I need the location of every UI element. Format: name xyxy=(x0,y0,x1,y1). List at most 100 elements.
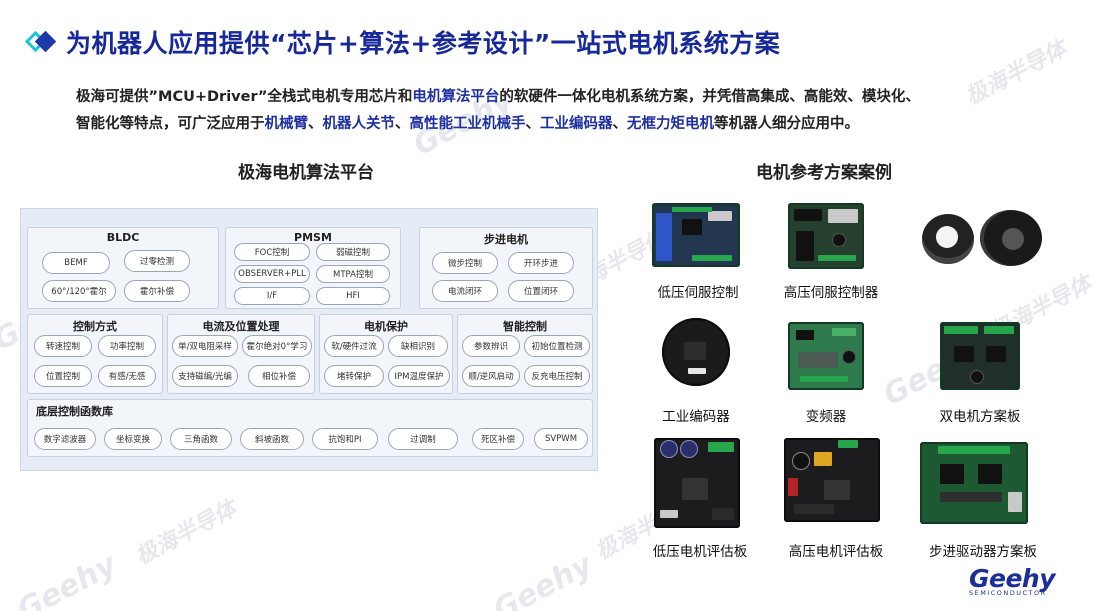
feature-pill: 抗饱和PI xyxy=(312,428,378,450)
feature-pill: I/F xyxy=(234,287,310,305)
example-label: 步进驱动器方案板 xyxy=(929,544,1037,560)
feature-pill: MTPA控制 xyxy=(316,265,390,283)
group-title: PMSM xyxy=(294,231,332,244)
product-image-industrial-encoder xyxy=(662,318,730,386)
feature-pill: 过调制 xyxy=(388,428,458,450)
group-stepper: 步进电机 微步控制 开环步进 电流闭环 位置闭环 xyxy=(419,227,593,309)
feature-pill: 初始位置检测 xyxy=(524,335,590,357)
feature-pill: OBSERVER+PLL xyxy=(234,265,310,283)
logo-wordmark: Geehy xyxy=(968,564,1056,593)
feature-pill: 过零检测 xyxy=(124,250,190,272)
product-image-stepper-driver-board xyxy=(920,442,1028,524)
group-bldc: BLDC BEMF 过零检测 60°/120°霍尔 霍尔补偿 xyxy=(27,227,219,309)
feature-pill: SVPWM xyxy=(534,428,588,450)
feature-pill: 单/双电阻采样 xyxy=(172,335,238,357)
feature-pill: 位置控制 xyxy=(34,365,92,387)
product-image-low-voltage-eval-board xyxy=(654,438,740,528)
intro-highlight: 工业编码器 xyxy=(540,116,613,132)
feature-pill: 数字滤波器 xyxy=(34,428,96,450)
feature-pill: 霍尔补偿 xyxy=(124,280,190,302)
feature-pill: IPM温度保护 xyxy=(388,365,450,387)
product-image-high-voltage-servo xyxy=(788,203,864,269)
feature-pill: 功率控制 xyxy=(98,335,156,357)
intro-highlight: 机械臂 xyxy=(264,116,309,132)
intro-text: 、 xyxy=(525,116,541,132)
feature-pill: 弱磁控制 xyxy=(316,243,390,261)
feature-pill: 堵转保护 xyxy=(324,365,384,387)
feature-pill: 霍尔绝对0°学习 xyxy=(242,335,312,357)
intro-text: 、 xyxy=(395,116,410,132)
diamond-icon xyxy=(24,30,57,53)
feature-pill: 斜坡函数 xyxy=(240,428,304,450)
group-function-library: 底层控制函数库 数字滤波器 坐标变换 三角函数 斜坡函数 抗饱和PI 过调制 死… xyxy=(27,399,593,457)
intro-highlight: 机器人关节 xyxy=(322,116,396,132)
product-image-high-voltage-eval-board xyxy=(784,438,880,522)
example-label: 高压电机评估板 xyxy=(788,544,884,560)
logo-subtitle: SEMICONDUCTOR xyxy=(968,589,1047,597)
feature-pill: 软/硬件过流 xyxy=(324,335,384,357)
intro-text: 等机器人细分应用中。 xyxy=(714,116,859,132)
feature-pill: 顺/逆风启动 xyxy=(462,365,520,387)
group-title: 底层控制函数库 xyxy=(36,405,113,418)
page-title: 为机器人应用提供“芯片+算法+参考设计”一站式电机系统方案 xyxy=(66,29,781,58)
product-image-inverter xyxy=(788,322,864,390)
intro-highlight: 无框力矩电机 xyxy=(627,116,714,132)
feature-pill: 支持磁编/光编 xyxy=(172,365,238,387)
watermark: Geehy xyxy=(488,547,599,611)
product-image-low-voltage-servo xyxy=(652,203,740,267)
example-label: 双电机方案板 xyxy=(939,409,1021,425)
feature-pill: 有感/无感 xyxy=(98,365,156,387)
feature-pill: BEMF xyxy=(42,252,110,274)
title-row: 为机器人应用提供“芯片+算法+参考设计”一站式电机系统方案 xyxy=(24,24,781,60)
intro-paragraph: 极海可提供”MCU+Driver”全栈式电机专用芯片和电机算法平台的软硬件一体化… xyxy=(76,84,996,138)
feature-pill: 三角函数 xyxy=(170,428,232,450)
intro-text: ”MCU+Driver”全栈式电机专用芯片和 xyxy=(148,89,413,105)
feature-pill: 参数辨识 xyxy=(462,335,520,357)
group-title: 控制方式 xyxy=(73,320,117,333)
group-title: 智能控制 xyxy=(503,320,547,333)
feature-pill: 转速控制 xyxy=(34,335,92,357)
feature-pill: 缺相识别 xyxy=(388,335,448,357)
intro-text: 、 xyxy=(612,116,628,132)
intro-text: 极海可提供 xyxy=(76,89,149,105)
intro-highlight: 电机算法平台 xyxy=(412,89,500,105)
example-label: 低压伺服控制 xyxy=(657,285,739,301)
example-label: 高压伺服控制器 xyxy=(783,285,879,301)
watermark: 极海半导体 xyxy=(131,496,241,571)
group-title: 电流及位置处理 xyxy=(202,320,280,333)
examples-heading: 电机参考方案案例 xyxy=(756,163,892,183)
group-control-mode: 控制方式 转速控制 功率控制 位置控制 有感/无感 xyxy=(27,314,163,394)
watermark: Geehy xyxy=(12,547,123,611)
example-label: 变频器 xyxy=(805,409,847,425)
product-image-motor xyxy=(920,208,1048,268)
intro-text: 智能化等特点，可广泛应用于 xyxy=(76,116,265,132)
feature-pill: 相位补偿 xyxy=(248,365,310,387)
feature-pill: 坐标变换 xyxy=(104,428,162,450)
example-label: 工业编码器 xyxy=(662,409,730,425)
intro-highlight: 高性能工业机械手 xyxy=(409,116,526,132)
intro-text: 、 xyxy=(308,116,323,132)
product-image-dual-motor-board xyxy=(940,322,1020,390)
group-smart-control: 智能控制 参数辨识 初始位置检测 顺/逆风启动 反充电压控制 xyxy=(457,314,593,394)
group-title: 电机保护 xyxy=(364,320,408,333)
feature-pill: 位置闭环 xyxy=(508,280,574,302)
intro-text: 的软硬件一体化电机系统方案，并凭借高集成、高能效、模块化、 xyxy=(499,89,920,105)
group-title: BLDC xyxy=(106,231,140,244)
group-pmsm: PMSM FOC控制 弱磁控制 OBSERVER+PLL MTPA控制 I/F … xyxy=(225,227,401,309)
group-title: 步进电机 xyxy=(484,233,528,246)
feature-pill: FOC控制 xyxy=(234,243,310,261)
group-motor-protection: 电机保护 软/硬件过流 缺相识别 堵转保护 IPM温度保护 xyxy=(319,314,453,394)
feature-pill: 死区补偿 xyxy=(472,428,524,450)
algorithm-platform-panel: BLDC BEMF 过零检测 60°/120°霍尔 霍尔补偿 PMSM FOC控… xyxy=(20,208,598,471)
feature-pill: HFI xyxy=(316,287,390,305)
feature-pill: 开环步进 xyxy=(508,252,574,274)
feature-pill: 微步控制 xyxy=(432,252,498,274)
group-current-position: 电流及位置处理 单/双电阻采样 霍尔绝对0°学习 支持磁编/光编 相位补偿 xyxy=(167,314,315,394)
feature-pill: 电流闭环 xyxy=(432,280,498,302)
feature-pill: 反充电压控制 xyxy=(524,365,590,387)
feature-pill: 60°/120°霍尔 xyxy=(42,280,116,302)
example-label: 低压电机评估板 xyxy=(652,544,748,560)
geehy-logo: Geehy SEMICONDUCTOR xyxy=(968,564,1056,597)
platform-heading: 极海电机算法平台 xyxy=(238,163,374,183)
